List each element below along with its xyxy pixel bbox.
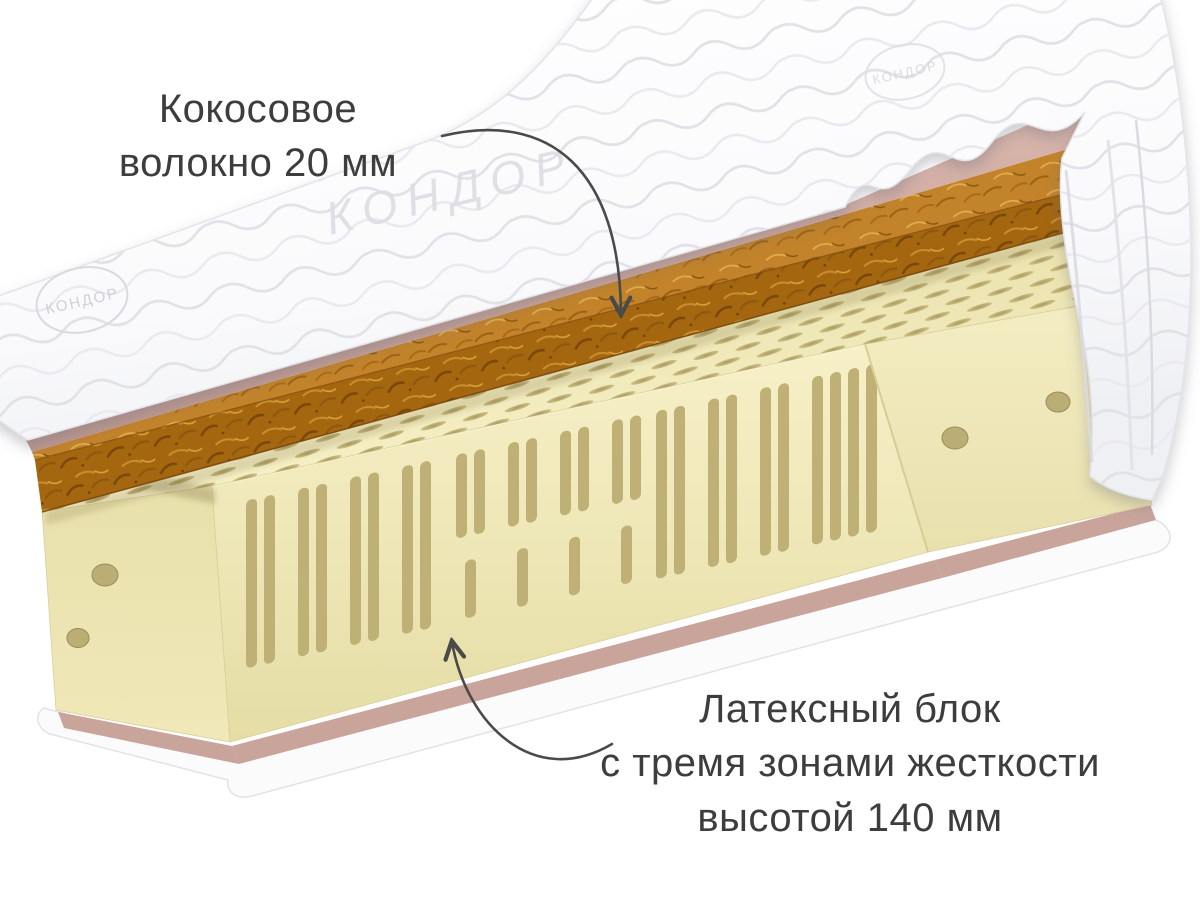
coconut-annotation: Кокосовое волокно 20 мм [78,82,438,191]
latex-end-face [864,299,1153,553]
latex-front-face [211,342,929,743]
coconut-annotation-line2: волокно 20 мм [118,141,398,186]
quilt-stitching [0,0,1191,500]
latex-annotation-line1: Латексный блок [699,687,1001,731]
latex-annotation-line3: высотой 140 мм [697,795,1003,840]
quilt-cover: КОНДОР КОНДОР КОНДОР [0,0,1192,501]
latex-left-hole [91,563,119,587]
coconut-arrow [440,128,621,314]
latex-annotation: Латексный блок с тремя зонами жесткости … [600,682,1100,845]
coconut-front-face [35,186,1119,513]
felt-layer-bottom [58,504,1156,764]
coconut-top-face [32,144,1096,461]
coconut-annotation-line1: Кокосовое [158,87,358,131]
latex-slots [246,364,877,668]
latex-left-hole [66,628,90,648]
latex-arrow [452,642,614,761]
drape-folds [1064,119,1154,471]
latex-end-hole [1045,391,1071,413]
latex-end-hole [941,426,969,450]
latex-annotation-line2: с тремя зонами жесткости [600,741,1100,786]
